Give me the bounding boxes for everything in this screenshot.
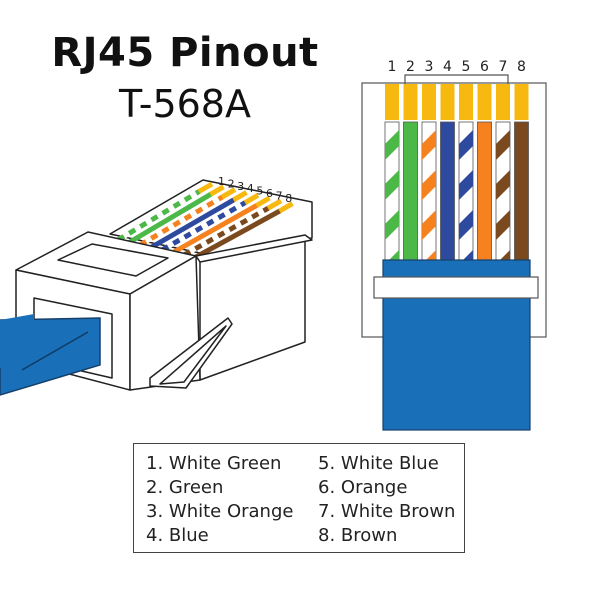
plug-gold-contact xyxy=(220,187,237,200)
wire-pin-8 xyxy=(514,121,529,263)
wire-stripe xyxy=(496,210,510,240)
plug-wire-pin-4 xyxy=(149,190,248,250)
plug-pin-number-label: 3 xyxy=(237,180,244,193)
wire-stripe xyxy=(422,170,436,200)
gold-contact-pin-3 xyxy=(422,84,436,120)
plug-pin-number-label: 1 xyxy=(218,175,225,188)
wire-stripe xyxy=(385,170,399,200)
gold-contact-pin-5 xyxy=(459,84,473,120)
plug-gold-contact xyxy=(232,190,248,203)
wire-stripe xyxy=(496,130,510,160)
gold-contact-pin-8 xyxy=(514,84,529,120)
plug-right-top-edge xyxy=(195,234,313,263)
gold-contact-pin-4 xyxy=(440,84,455,120)
plug-wire-pin-2 xyxy=(127,184,225,245)
wire-pin-5 xyxy=(458,121,474,263)
wire-pin-4 xyxy=(440,121,455,263)
plug-pin-number-label: 6 xyxy=(266,187,273,200)
plug-latch-tab-shadow xyxy=(159,325,227,385)
gold-contact-pin-6 xyxy=(477,84,492,120)
wire-pin-1 xyxy=(384,121,400,263)
wire-stripe xyxy=(387,250,399,262)
wire-pin-2 xyxy=(403,121,418,263)
wire-stripe xyxy=(459,210,473,240)
plug-wire-pin-1 xyxy=(116,181,214,243)
wire-stripe xyxy=(459,170,473,200)
wire-pin-3 xyxy=(421,121,437,263)
gold-contact-pin-7 xyxy=(496,84,510,120)
legend-item-pin-4: 4. Blue xyxy=(146,525,209,546)
wire-stripe xyxy=(422,210,436,240)
pin-number-label: 7 xyxy=(499,59,508,75)
legend-item-pin-7: 7. White Brown xyxy=(318,501,456,522)
plug-pin-number-label: 2 xyxy=(228,177,235,190)
legend-item-pin-6: 6. Orange xyxy=(318,477,408,498)
plug-gold-contact xyxy=(209,184,225,197)
pin-number-label: 2 xyxy=(406,59,415,75)
wire-stripe xyxy=(459,130,473,160)
plug-gold-contact xyxy=(278,201,294,214)
plug-pin-number-label: 8 xyxy=(285,192,292,205)
plug-pin-number-label: 7 xyxy=(276,189,283,202)
pin-number-label: 4 xyxy=(443,59,452,75)
plug-wire-pin-5 xyxy=(160,193,260,253)
page-title: RJ45 Pinout xyxy=(51,30,319,76)
gold-contact-pin-2 xyxy=(403,84,418,120)
strain-relief-band xyxy=(373,276,539,299)
wire-stripe xyxy=(424,250,436,262)
wire-stripe xyxy=(496,170,510,200)
color-legend: 1. White Green 2. Green 3. White Orange … xyxy=(133,443,465,553)
plug-gold-contact xyxy=(197,181,214,194)
plug-gold-contact xyxy=(243,193,260,205)
pin-number-label: 1 xyxy=(388,59,397,75)
plug-cable xyxy=(0,314,101,396)
legend-item-pin-5: 5. White Blue xyxy=(318,453,439,474)
wire-stripe xyxy=(461,250,473,262)
plug-gold-contact xyxy=(255,195,271,208)
plug-wire-pin-8 xyxy=(193,201,294,260)
plug-wire-pin-6 xyxy=(171,195,271,255)
legend-item-pin-2: 2. Green xyxy=(146,477,224,498)
gold-contact-pin-1 xyxy=(385,84,399,120)
plug-pin-number-label: 4 xyxy=(247,182,254,195)
legend-column-2: 5. White Blue 6. Orange 7. White Brown 8… xyxy=(318,452,455,548)
wire-stripe xyxy=(385,210,399,240)
wire-pin-6 xyxy=(477,121,492,263)
wire-pin-7 xyxy=(495,121,511,263)
plug-latch-window xyxy=(57,243,169,277)
pin-number-label: 6 xyxy=(480,59,489,75)
wire-stripe xyxy=(422,130,436,160)
plug-pin-number-label: 5 xyxy=(256,185,263,198)
wire-stripe xyxy=(385,130,399,160)
pin-number-label: 3 xyxy=(425,59,434,75)
legend-item-pin-8: 8. Brown xyxy=(318,525,398,546)
pin-number-label: 5 xyxy=(462,59,471,75)
legend-column-1: 1. White Green 2. Green 3. White Orange … xyxy=(146,452,293,548)
pin-number-label: 8 xyxy=(517,59,526,75)
plug-wire-pin-7 xyxy=(182,198,283,258)
pin-pair-bracket xyxy=(404,74,509,84)
standard-subtitle: T-568A xyxy=(119,82,251,126)
plug-latch-tab xyxy=(149,317,233,389)
legend-item-pin-3: 3. White Orange xyxy=(146,501,294,522)
plug-gold-contact xyxy=(266,198,283,211)
wire-stripe xyxy=(498,250,510,262)
legend-item-pin-1: 1. White Green xyxy=(146,453,282,474)
plug-wire-pin-3 xyxy=(138,187,237,248)
